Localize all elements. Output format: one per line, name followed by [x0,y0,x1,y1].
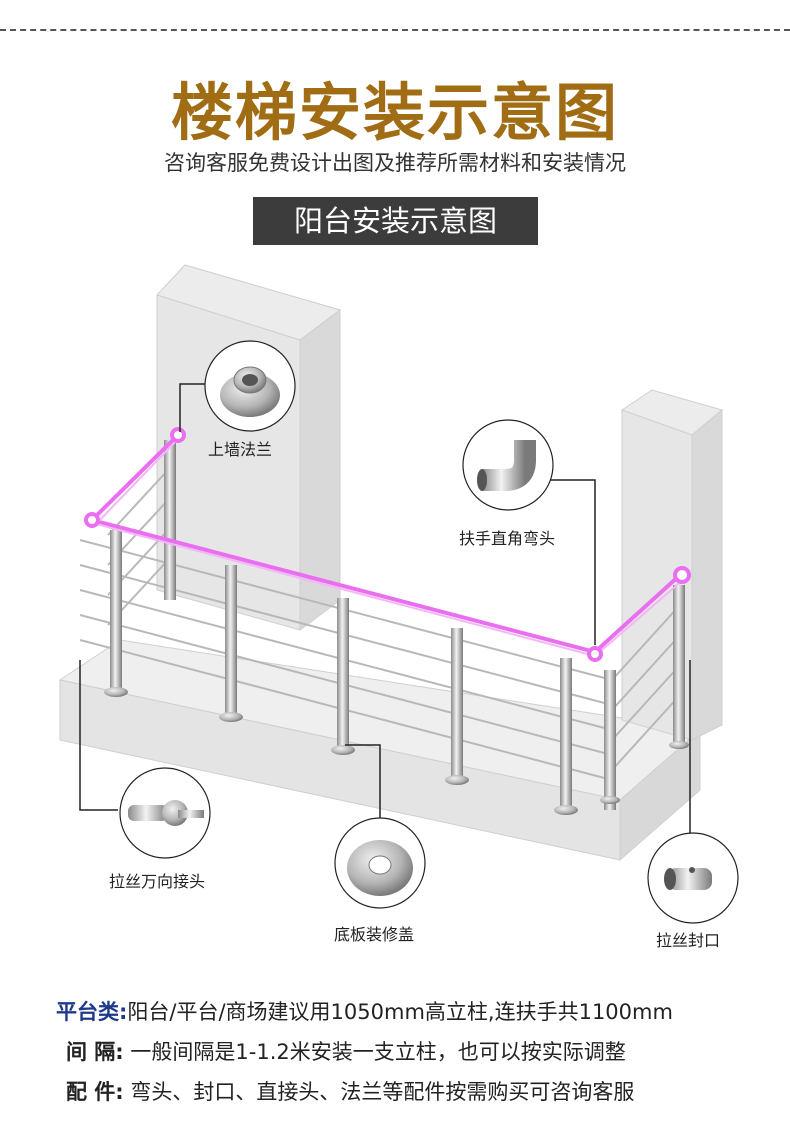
handrail-elbow-callout [462,419,554,511]
note-row: 平台类:阳台/平台/商场建议用1050mm高立柱,连扶手共1100mm [56,992,776,1032]
handrail [84,427,691,662]
section-label: 阳台安装示意图 [253,197,538,245]
base-cover-callout [334,817,426,909]
balcony-railing-diagram [58,264,739,924]
wall-flange-callout [204,340,296,432]
callout-label-base-cover: 底板装修盖 [334,925,415,944]
page-subtitle: 咨询客服免费设计出图及推荐所需材料和安装情况 [164,151,626,175]
wire-end-cap-callout [647,832,739,924]
note-key: 间 隔: [66,1040,124,1064]
spec-notes: 平台类:阳台/平台/商场建议用1050mm高立柱,连扶手共1100mm 间 隔:… [56,992,776,1112]
note-key: 配 件: [66,1080,124,1104]
concrete-slab [58,639,702,862]
note-text: 阳台/平台/商场建议用1050mm高立柱,连扶手共1100mm [127,1000,673,1024]
callout-label-wall-flange: 上墙法兰 [208,440,273,459]
callout-label-wire-end-cap: 拉丝封口 [656,931,721,950]
note-text: 弯头、封口、直接头、法兰等配件按需购买可咨询客服 [123,1080,635,1104]
railing-posts [104,440,689,815]
right-wall-pillar [620,389,724,741]
dashed-divider [0,29,790,31]
callout-label-wire-universal-joint: 拉丝万向接头 [109,872,206,891]
callout-label-handrail-elbow: 扶手直角弯头 [459,529,556,548]
wire-universal-joint-callout [119,767,211,859]
note-key: 平台类: [56,1000,128,1024]
note-row: 配 件: 弯头、封口、直接头、法兰等配件按需购买可咨询客服 [56,1072,776,1112]
page-title: 楼梯安装示意图 [170,76,619,149]
note-row: 间 隔: 一般间隔是1-1.2米安装一支立柱，也可以按实际调整 [56,1032,776,1072]
note-text: 一般间隔是1-1.2米安装一支立柱，也可以按实际调整 [123,1040,626,1064]
callout-leaders [79,383,691,840]
